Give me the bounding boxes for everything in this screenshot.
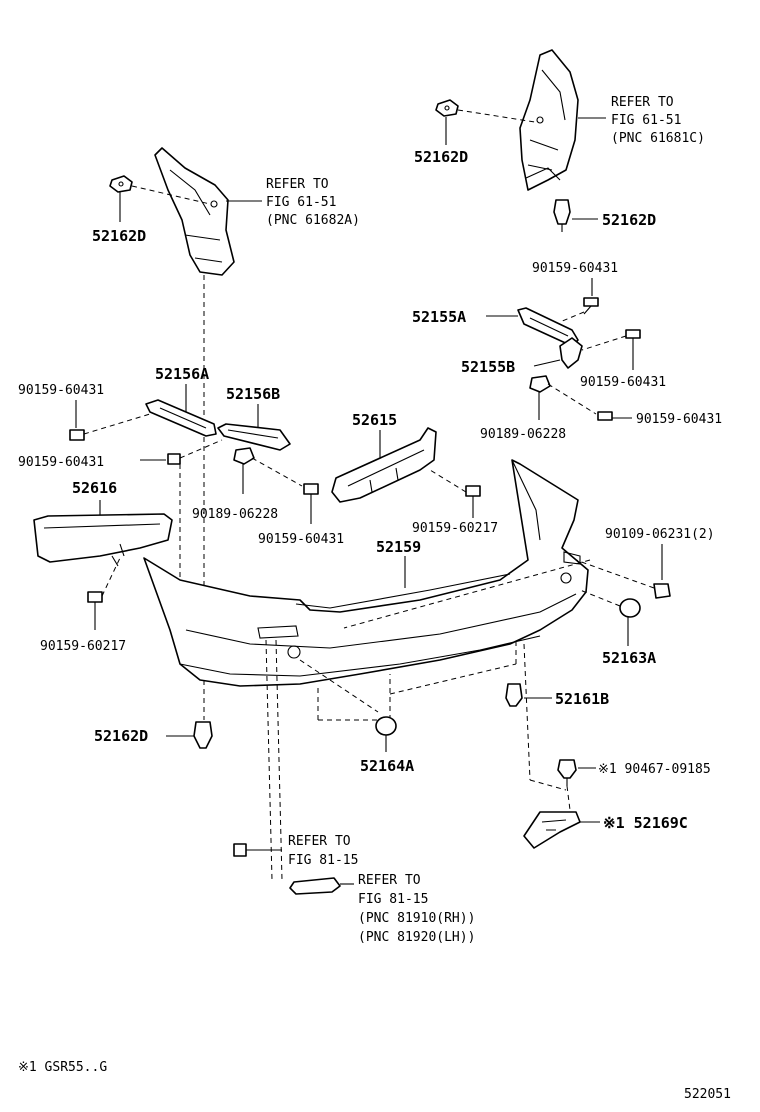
- retainer-52155b: [559, 337, 583, 369]
- label-90189-06228-b: 90189-06228: [192, 507, 278, 522]
- svg-text:FIG 61-51: FIG 61-51: [266, 195, 336, 210]
- label-90159-60431-c: 90159-60431: [636, 412, 722, 427]
- svg-text:(PNC 81910(RH)): (PNC 81910(RH)): [358, 911, 475, 926]
- mudguard-52169c: [523, 811, 581, 849]
- bolt-90159-60217-a: [465, 485, 481, 497]
- label-52156a: 52156A: [155, 365, 209, 383]
- label-90189-06228-a: 90189-06228: [480, 427, 566, 442]
- label-90159-60217-a: 90159-60217: [412, 521, 498, 536]
- bracket-rh: [519, 49, 579, 191]
- label-52155b: 52155B: [461, 358, 515, 376]
- clip-90467-09185: [557, 759, 577, 786]
- bracket-lh: [154, 147, 235, 276]
- clip-52162d-right-lower: [553, 199, 571, 232]
- clip-52162d-bottom: [193, 721, 213, 749]
- bolt-90109-06231: [653, 583, 671, 599]
- nut-90189-06228-a: [529, 375, 551, 393]
- label-52164a: 52164A: [360, 757, 414, 775]
- retainer-52156b: [217, 423, 291, 451]
- svg-text:REFER TO: REFER TO: [266, 177, 329, 192]
- label-52156b: 52156B: [226, 385, 280, 403]
- bolt-90159-60431-d: [69, 429, 85, 441]
- clip-52162d-top-right: [435, 99, 459, 117]
- label-52615: 52615: [352, 411, 397, 429]
- label-52162d-c: 52162D: [92, 227, 146, 245]
- bolt-90159-60431-b: [625, 329, 641, 339]
- absorber-52615: [331, 427, 437, 503]
- bumper-cover-52159: [143, 459, 589, 687]
- label-52161b: 52161B: [555, 690, 609, 708]
- svg-text:(PNC 81920(LH)): (PNC 81920(LH)): [358, 930, 475, 945]
- bolt-90159-60431-e: [167, 453, 181, 465]
- label-90159-60431-b: 90159-60431: [580, 375, 666, 390]
- svg-text:(PNC 61681C): (PNC 61681C): [611, 131, 705, 146]
- svg-text:REFER TO: REFER TO: [611, 95, 674, 110]
- label-90467-09185: ※1 90467-09185: [598, 762, 711, 777]
- cap-52163a: [619, 598, 641, 624]
- reflector: [289, 877, 341, 895]
- svg-text:REFER TO: REFER TO: [288, 834, 351, 849]
- label-90159-60431-e: 90159-60431: [18, 455, 104, 470]
- cap-52164a: [375, 716, 397, 736]
- label-90159-60217-b: 90159-60217: [40, 639, 126, 654]
- label-52162d-a: 52162D: [414, 148, 468, 166]
- bolt-90159-60431-c: [597, 411, 613, 421]
- bolt-90159-60431-a: [583, 297, 599, 315]
- svg-text:REFER TO: REFER TO: [358, 873, 421, 888]
- bolt-90159-60431-f: [303, 483, 319, 495]
- label-90159-60431-a: 90159-60431: [532, 261, 618, 276]
- label-90159-60431-d: 90159-60431: [18, 383, 104, 398]
- clip-52162d-left: [109, 175, 133, 193]
- svg-text:(PNC 61682A): (PNC 61682A): [266, 213, 360, 228]
- ref-bottom-a: REFER TO FIG 81-15: [288, 834, 358, 868]
- ref-bottom-b: REFER TO FIG 81-15 (PNC 81910(RH)) (PNC …: [358, 873, 475, 945]
- label-52163a: 52163A: [602, 649, 656, 667]
- label-90109-06231: 90109-06231(2): [605, 527, 715, 542]
- label-52159: 52159: [376, 538, 421, 556]
- svg-text:FIG 81-15: FIG 81-15: [358, 892, 428, 907]
- ref-top-right: REFER TO FIG 61-51 (PNC 61681C): [611, 95, 705, 146]
- label-52162d-b: 52162D: [602, 211, 656, 229]
- label-52155a: 52155A: [412, 308, 466, 326]
- clip-52161b: [505, 683, 523, 707]
- svg-text:FIG 61-51: FIG 61-51: [611, 113, 681, 128]
- label-52162d-d: 52162D: [94, 727, 148, 745]
- bolt-90159-60217-b: [87, 591, 103, 603]
- retainer-52156a: [145, 399, 217, 437]
- bolt-ref-81-15: [233, 843, 247, 857]
- footnote: ※1 GSR55..G: [18, 1060, 107, 1075]
- step-pad-52616: [33, 513, 173, 567]
- diagram-id: 522051: [684, 1087, 731, 1102]
- svg-text:FIG 81-15: FIG 81-15: [288, 853, 358, 868]
- label-90159-60431-f: 90159-60431: [258, 532, 344, 547]
- label-52616: 52616: [72, 479, 117, 497]
- retainer-52155a: [517, 307, 579, 347]
- nut-90189-06228-b: [233, 447, 255, 465]
- label-52169c: ※1 52169C: [603, 814, 688, 832]
- ref-top-left: REFER TO FIG 61-51 (PNC 61682A): [266, 177, 360, 228]
